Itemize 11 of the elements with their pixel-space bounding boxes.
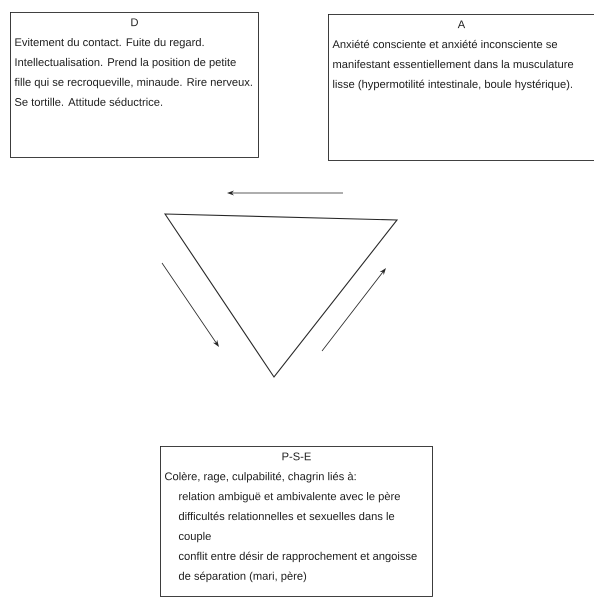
- list-item: conflit entre désir de rapprochement et angoisse de séparation (mari, père): [178, 552, 417, 582]
- box-text: Colère, rage, culpabilité, chagrin liés à:: [165, 472, 356, 482]
- box-heading: P-S-E: [282, 452, 311, 460]
- text-box: [10, 12, 259, 158]
- text-box: [328, 14, 594, 161]
- list-item: relation ambiguë et ambivalente avec le père: [179, 492, 400, 502]
- box-heading: D: [131, 18, 138, 26]
- box-heading: A: [458, 20, 466, 28]
- box-text: Anxiété consciente et anxiété inconsciente se manifestant essentiellement dans la musculature lisse (hypermotilité intestinale, boule hystérique).: [332, 40, 574, 90]
- box-text: Evitement du contact. Fuite du regard. Intellectualisation. Prend la position de petite fille qui se recroqueville, minaude. Rire nerveux. Se tortille. Attitude séductrice.: [14, 38, 252, 106]
- text-box: [160, 446, 433, 597]
